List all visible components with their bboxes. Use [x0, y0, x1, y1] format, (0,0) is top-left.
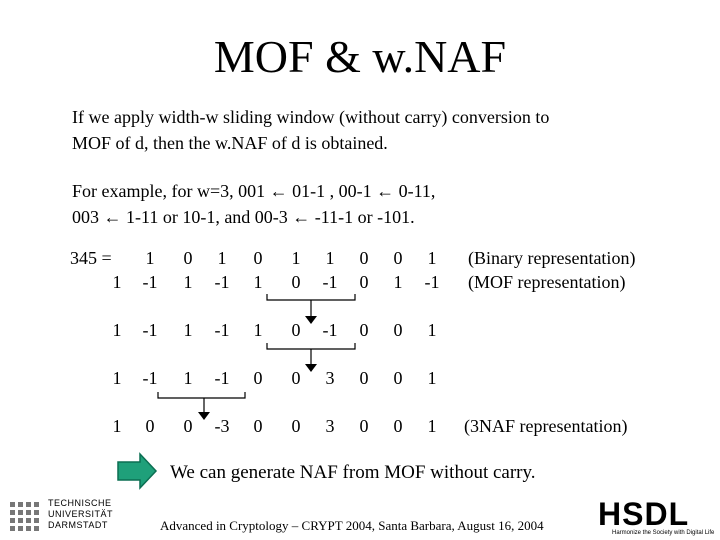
- binary-digit: 0: [359, 248, 369, 268]
- naf-digit: 0: [145, 416, 155, 436]
- example-line-1: For example, for w=3, 001 ← 01-1 , 00-1 …: [72, 181, 436, 201]
- naf-digit: 0: [359, 416, 369, 436]
- step2-digit: -1: [142, 368, 158, 388]
- bracket-step1: [266, 294, 356, 301]
- step2-digit: -1: [214, 368, 230, 388]
- step1-digit: 0: [393, 320, 403, 340]
- slide-title: MOF & w.NAF: [213, 31, 507, 82]
- step2-digit: 0: [253, 368, 263, 388]
- naf-digit: 0: [291, 416, 301, 436]
- binary-digit: 1: [145, 248, 155, 268]
- step2-digit: 0: [359, 368, 369, 388]
- naf-digit: 0: [393, 416, 403, 436]
- naf-digit: 1: [112, 416, 122, 436]
- intro-line-1: If we apply width-w sliding window (with…: [72, 107, 550, 127]
- mof-note: (MOF representation): [468, 272, 626, 292]
- bracket-step2: [266, 343, 356, 350]
- naf-digit: -3: [214, 416, 230, 436]
- step2-digit: 3: [325, 368, 335, 388]
- binary-digit: 0: [393, 248, 403, 268]
- mof-digit: 0: [359, 272, 369, 292]
- step2-digit: 1: [112, 368, 122, 388]
- mof-digit: 1: [253, 272, 263, 292]
- step1-digit: -1: [322, 320, 338, 340]
- tu-darmstadt-logo-icon: [10, 502, 39, 531]
- step2-digit: 1: [183, 368, 193, 388]
- step1-digit: 0: [291, 320, 301, 340]
- naf-note: (3NAF representation): [464, 416, 628, 436]
- mof-digit: 1: [112, 272, 122, 292]
- step1-digit: 1: [253, 320, 263, 340]
- binary-digit: 1: [325, 248, 335, 268]
- mof-digit: -1: [214, 272, 230, 292]
- green-arrow-icon: [117, 452, 158, 490]
- mof-digit: 0: [291, 272, 301, 292]
- conclusion-text: We can generate NAF from MOF without car…: [170, 462, 536, 483]
- mof-digit: 1: [183, 272, 193, 292]
- intro-line-2: MOF of d, then the w.NAF of d is obtaine…: [72, 133, 388, 153]
- naf-digit: 0: [183, 416, 193, 436]
- binary-digit: 0: [183, 248, 193, 268]
- binary-digit: 1: [291, 248, 301, 268]
- step1-digit: 1: [427, 320, 437, 340]
- bracket-step3: [157, 392, 246, 399]
- hsdl-logo: HSDL: [598, 496, 690, 532]
- mof-digit: 1: [393, 272, 403, 292]
- step2-digit: 0: [393, 368, 403, 388]
- step1-digit: 1: [183, 320, 193, 340]
- step2-digit: 1: [427, 368, 437, 388]
- binary-digit: 1: [217, 248, 227, 268]
- step1-digit: -1: [142, 320, 158, 340]
- footer-text: Advanced in Cryptology – CRYPT 2004, San…: [160, 518, 544, 533]
- binary-prefix: 345 =: [70, 248, 112, 268]
- tu-darmstadt-wordmark: TECHNISCHE UNIVERSITÄT DARMSTADT: [48, 498, 114, 530]
- step1-digit: -1: [214, 320, 230, 340]
- binary-note: (Binary representation): [468, 248, 636, 268]
- naf-digit: 1: [427, 416, 437, 436]
- step1-digit: 1: [112, 320, 122, 340]
- binary-digit: 0: [253, 248, 263, 268]
- step1-digit: 0: [359, 320, 369, 340]
- mof-digit: -1: [142, 272, 158, 292]
- hsdl-tagline: Harmonize the Society with Digital Life: [612, 530, 715, 536]
- mof-digit: -1: [322, 272, 338, 292]
- naf-digit: 0: [253, 416, 263, 436]
- binary-digit: 1: [427, 248, 437, 268]
- naf-digit: 3: [325, 416, 335, 436]
- step2-digit: 0: [291, 368, 301, 388]
- mof-digit: -1: [424, 272, 440, 292]
- example-line-2: 003 ← 1-11 or 10-1, and 00-3 ← -11-1 or …: [72, 207, 415, 227]
